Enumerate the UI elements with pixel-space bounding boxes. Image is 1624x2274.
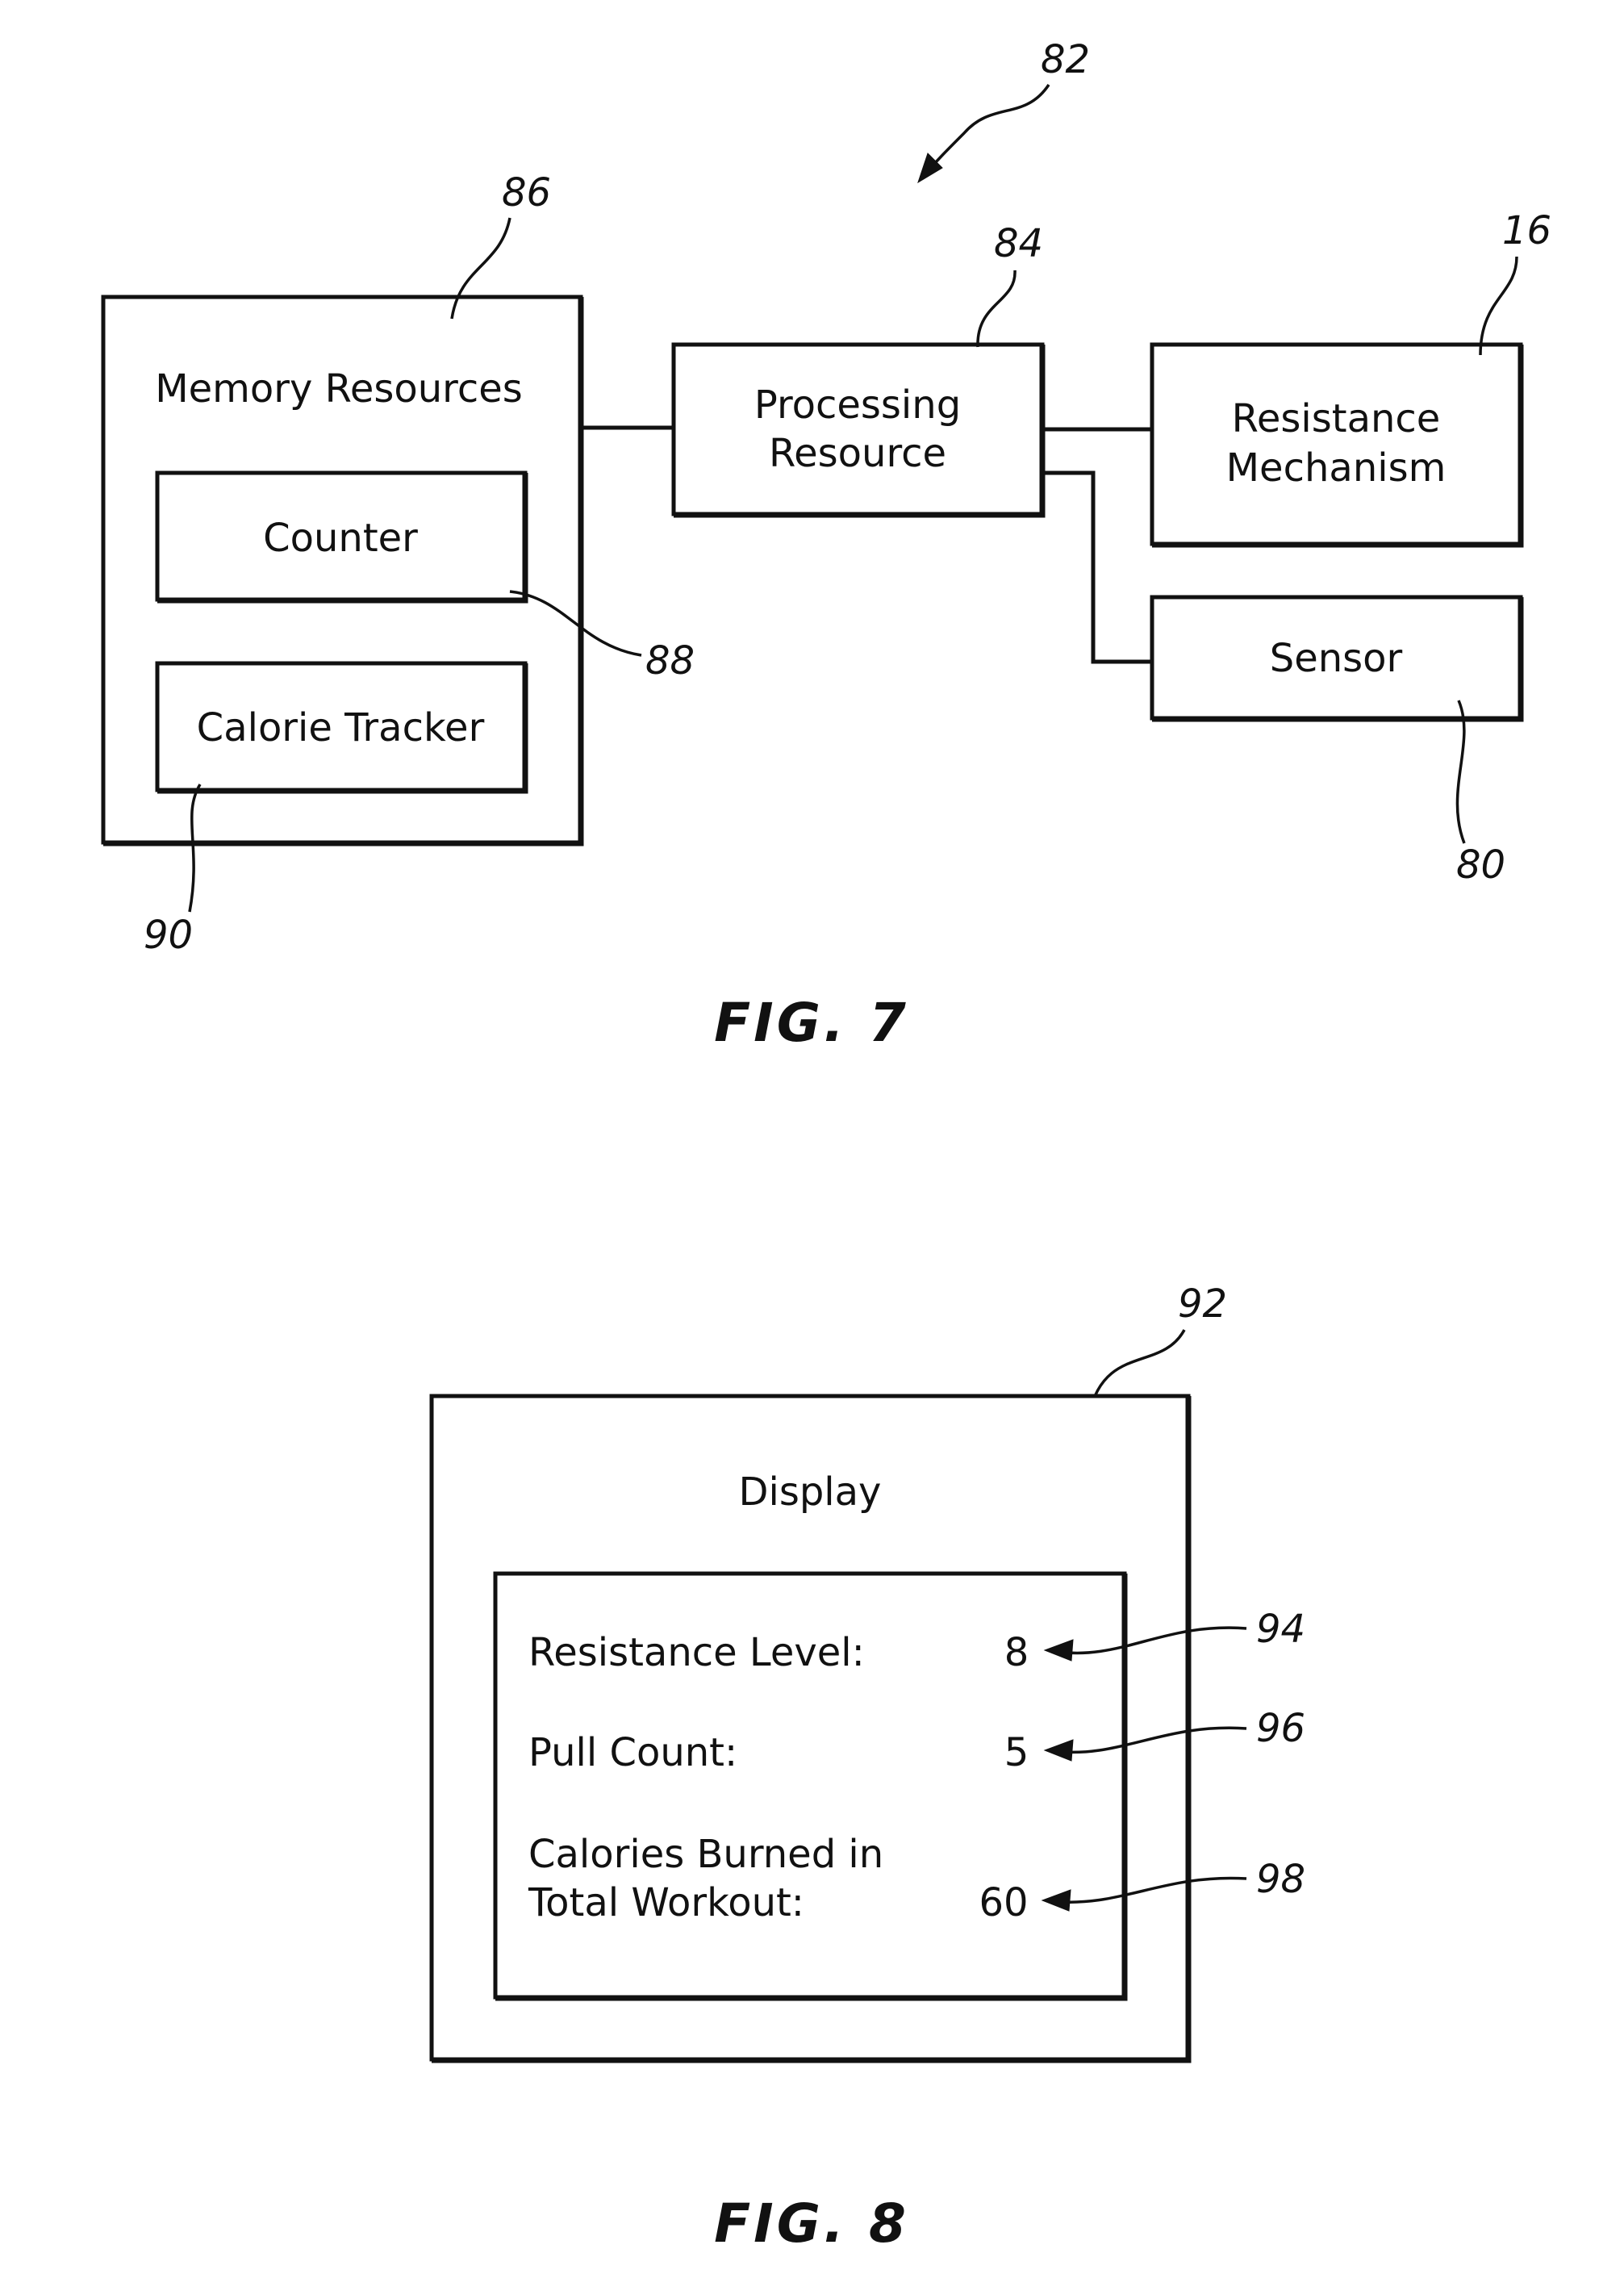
row-label: Resistance Level: <box>528 1630 865 1675</box>
processing-label-line2: Resource <box>769 431 946 476</box>
memory-resources-title: Memory Resources <box>155 366 523 412</box>
ref-16: 16 <box>1502 208 1551 253</box>
row-label-line1: Calories Burned in <box>528 1832 883 1877</box>
row-label-line2: Total Workout: <box>528 1880 804 1925</box>
ref-84-leader <box>978 270 1015 347</box>
resistance-label-line1: Resistance <box>1232 396 1441 441</box>
ref-80: 80 <box>1456 842 1505 888</box>
processing-label-line1: Processing <box>754 382 961 428</box>
ref-96: 96 <box>1256 1706 1305 1751</box>
row-value: 5 <box>1004 1730 1029 1775</box>
ref-88: 88 <box>645 638 695 683</box>
ref-82-arrow <box>924 85 1049 176</box>
counter-label: Counter <box>263 516 418 561</box>
resistance-mechanism-box <box>1152 345 1521 544</box>
ref-94: 94 <box>1256 1607 1305 1652</box>
calorie-tracker-label: Calorie Tracker <box>197 705 485 750</box>
fig-8-caption: FIG. 8 <box>714 2192 909 2255</box>
row-value: 60 <box>979 1880 1028 1925</box>
wire-processing-sensor <box>1042 473 1152 662</box>
figure-8: 92 Display Resistance Level: 8 94 Pull C… <box>432 1281 1305 2255</box>
ref-84: 84 <box>994 221 1043 266</box>
ref-90: 90 <box>144 913 193 958</box>
fig-7-caption: FIG. 7 <box>714 992 909 1054</box>
display-title: Display <box>739 1469 882 1515</box>
ref-92: 92 <box>1178 1281 1227 1327</box>
ref-82: 82 <box>1041 37 1090 82</box>
figure-7: 82 Memory Resources 86 Counter 88 Calori… <box>103 37 1551 1054</box>
row-label: Pull Count: <box>528 1730 737 1775</box>
processing-resource-box <box>674 345 1042 514</box>
resistance-label-line2: Mechanism <box>1226 445 1447 491</box>
ref-98: 98 <box>1256 1857 1305 1902</box>
row-value: 8 <box>1004 1630 1029 1675</box>
ref-86: 86 <box>502 170 551 215</box>
sensor-label: Sensor <box>1270 636 1403 681</box>
ref-80-leader <box>1457 700 1464 843</box>
ref-16-leader <box>1480 257 1517 355</box>
